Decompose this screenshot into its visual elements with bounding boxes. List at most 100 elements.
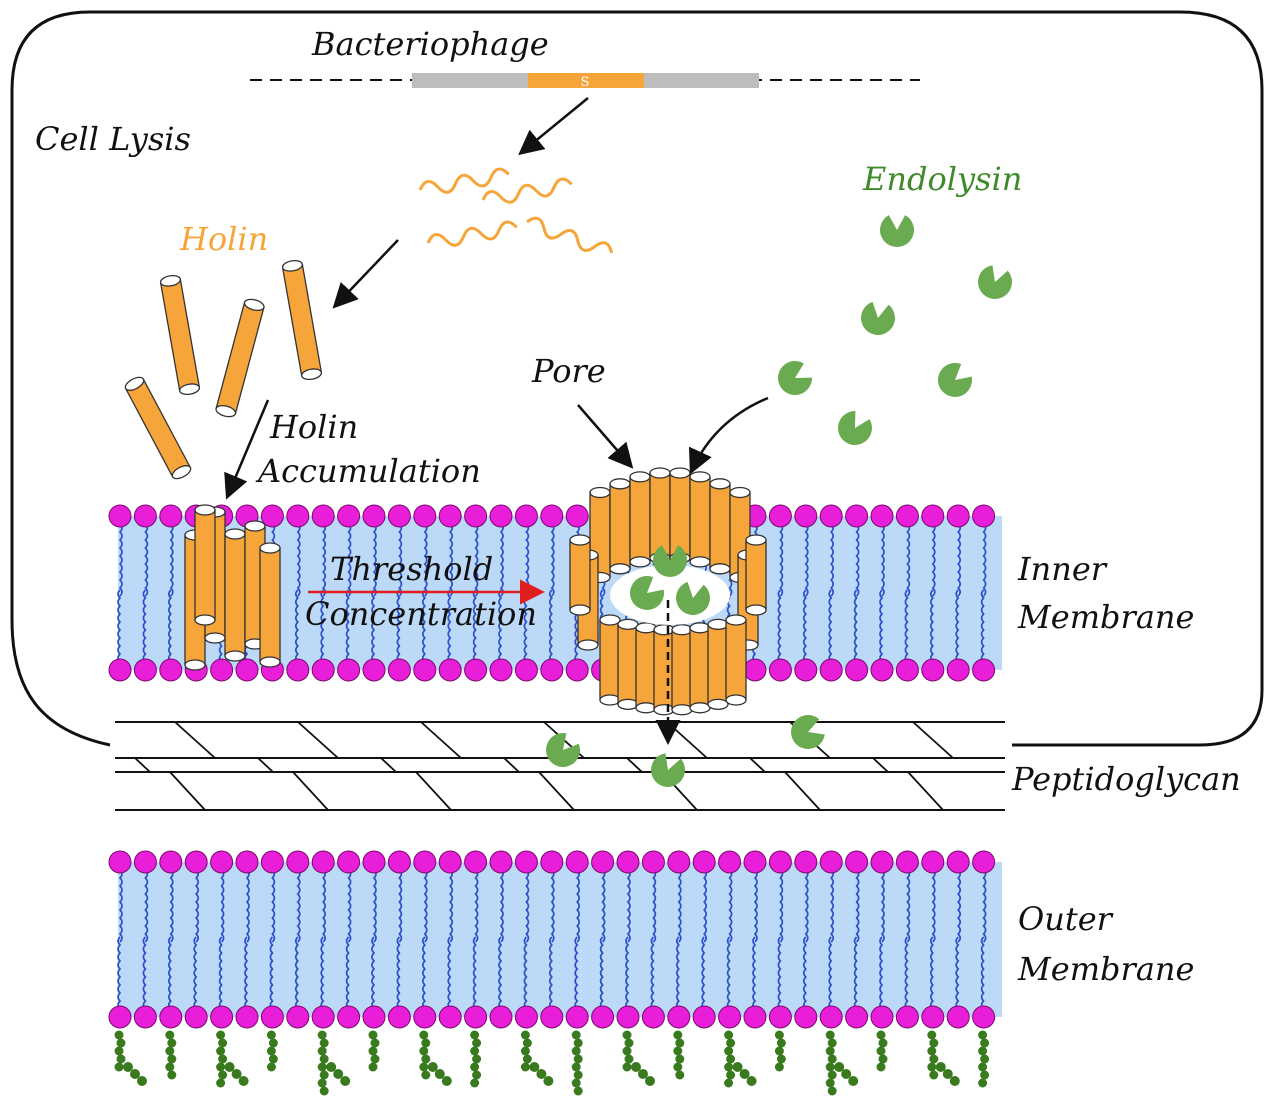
holin-cylinder bbox=[569, 534, 591, 616]
lipid-tail bbox=[320, 589, 325, 671]
cell-outline bbox=[10, 10, 1264, 747]
endolysin-molecule bbox=[838, 411, 872, 445]
lipid-tail bbox=[422, 936, 426, 1018]
lipid-tail bbox=[142, 589, 147, 671]
crosslink bbox=[666, 721, 708, 759]
lipid-tail bbox=[549, 589, 553, 671]
lipid-tail bbox=[372, 515, 377, 597]
lipid-head bbox=[870, 850, 894, 874]
lipid-head bbox=[845, 504, 869, 528]
lipid-head bbox=[362, 504, 386, 528]
holin-cylinder bbox=[689, 471, 711, 568]
lipid-head bbox=[540, 1005, 564, 1029]
lipid-tail bbox=[345, 936, 350, 1018]
lipid-head bbox=[159, 850, 183, 874]
lipid-head bbox=[184, 1005, 208, 1029]
lipid-tail bbox=[347, 515, 352, 597]
holin-accumulation-label-1: Holin bbox=[269, 408, 358, 446]
lps-chain bbox=[520, 1030, 554, 1086]
lipid-tail bbox=[295, 589, 299, 671]
lps-chain bbox=[317, 1030, 351, 1096]
mrna-strand bbox=[526, 216, 614, 254]
lipid-tail bbox=[398, 515, 403, 597]
lps-chain bbox=[266, 1030, 278, 1072]
lipid-tail bbox=[499, 515, 504, 597]
lipid-head bbox=[108, 850, 132, 874]
lipid-tail bbox=[396, 589, 401, 671]
lipid-tail bbox=[625, 936, 630, 1018]
lipid-tail bbox=[904, 936, 909, 1018]
lipid-head bbox=[895, 1005, 919, 1029]
lipid-tail bbox=[906, 861, 911, 943]
lipid-tail bbox=[830, 515, 834, 597]
lipid-tail bbox=[830, 861, 834, 943]
arrow-endolysin-to-pore bbox=[689, 396, 769, 475]
lipid-tail bbox=[676, 936, 680, 1018]
lipid-head bbox=[667, 850, 691, 874]
lipid-head bbox=[514, 658, 538, 682]
lipid-tail bbox=[955, 936, 960, 1018]
lps-chain bbox=[368, 1030, 380, 1072]
lipid-head bbox=[311, 850, 335, 874]
lipid-tail bbox=[295, 936, 299, 1018]
lipid-head bbox=[235, 658, 259, 682]
lipid-tail bbox=[449, 861, 453, 943]
lipid-head bbox=[718, 850, 742, 874]
lipid-head bbox=[946, 504, 970, 528]
lipid-tail bbox=[957, 861, 961, 943]
lipid-head bbox=[921, 504, 945, 528]
lipid-tail bbox=[525, 861, 530, 943]
lipid-tail bbox=[474, 515, 479, 597]
lipid-head bbox=[743, 850, 767, 874]
lps-chain bbox=[774, 1030, 786, 1072]
lipid-tail bbox=[574, 936, 579, 1018]
lipid-head bbox=[387, 1005, 411, 1029]
threshold-label-1: Threshold bbox=[330, 550, 493, 588]
lipid-tail bbox=[296, 861, 301, 943]
endolysin-molecule bbox=[676, 581, 710, 615]
lipid-head bbox=[692, 1005, 716, 1029]
lipid-head bbox=[464, 1005, 488, 1029]
lipid-head bbox=[514, 504, 538, 528]
lipid-head bbox=[641, 1005, 665, 1029]
lipid-tail bbox=[195, 861, 199, 943]
lipid-head bbox=[540, 850, 564, 874]
lipid-tail bbox=[931, 861, 936, 943]
lipid-head bbox=[743, 658, 767, 682]
lipid-tail bbox=[853, 589, 858, 671]
lipid-head bbox=[464, 658, 488, 682]
lipid-head bbox=[870, 504, 894, 528]
endolysin-molecule bbox=[651, 753, 685, 787]
lipid-tail bbox=[118, 861, 123, 943]
lps-chain bbox=[114, 1030, 147, 1086]
mrna-strand bbox=[481, 177, 573, 204]
lipid-head bbox=[819, 1005, 843, 1029]
lipid-tail bbox=[880, 861, 885, 943]
lipid-head bbox=[133, 1005, 157, 1029]
lipid-tail bbox=[371, 589, 376, 671]
lipid-tail bbox=[906, 515, 911, 597]
lipid-head bbox=[895, 504, 919, 528]
lipid-head bbox=[159, 1005, 183, 1029]
crosslink bbox=[503, 757, 520, 773]
lipid-tail bbox=[371, 936, 376, 1018]
lipid-tail bbox=[169, 861, 174, 943]
crosslink bbox=[174, 721, 216, 759]
lipid-head bbox=[311, 504, 335, 528]
lipid-tail bbox=[396, 936, 401, 1018]
lipid-tail bbox=[828, 589, 833, 671]
arrows bbox=[224, 97, 769, 745]
lipid-head bbox=[159, 658, 183, 682]
lipid-head bbox=[565, 850, 589, 874]
crosslink bbox=[872, 757, 889, 773]
lipid-head bbox=[286, 658, 310, 682]
crosslink bbox=[257, 757, 274, 773]
arrow-phage-to-mrna bbox=[518, 97, 589, 156]
crosslink bbox=[169, 771, 206, 811]
holin-mrna bbox=[418, 167, 614, 254]
lipid-head bbox=[489, 1005, 513, 1029]
lipid-tail bbox=[498, 589, 503, 671]
holin-cylinder bbox=[635, 622, 657, 714]
lipid-tail bbox=[118, 515, 123, 597]
cell-lysis-label: Cell Lysis bbox=[35, 120, 191, 158]
